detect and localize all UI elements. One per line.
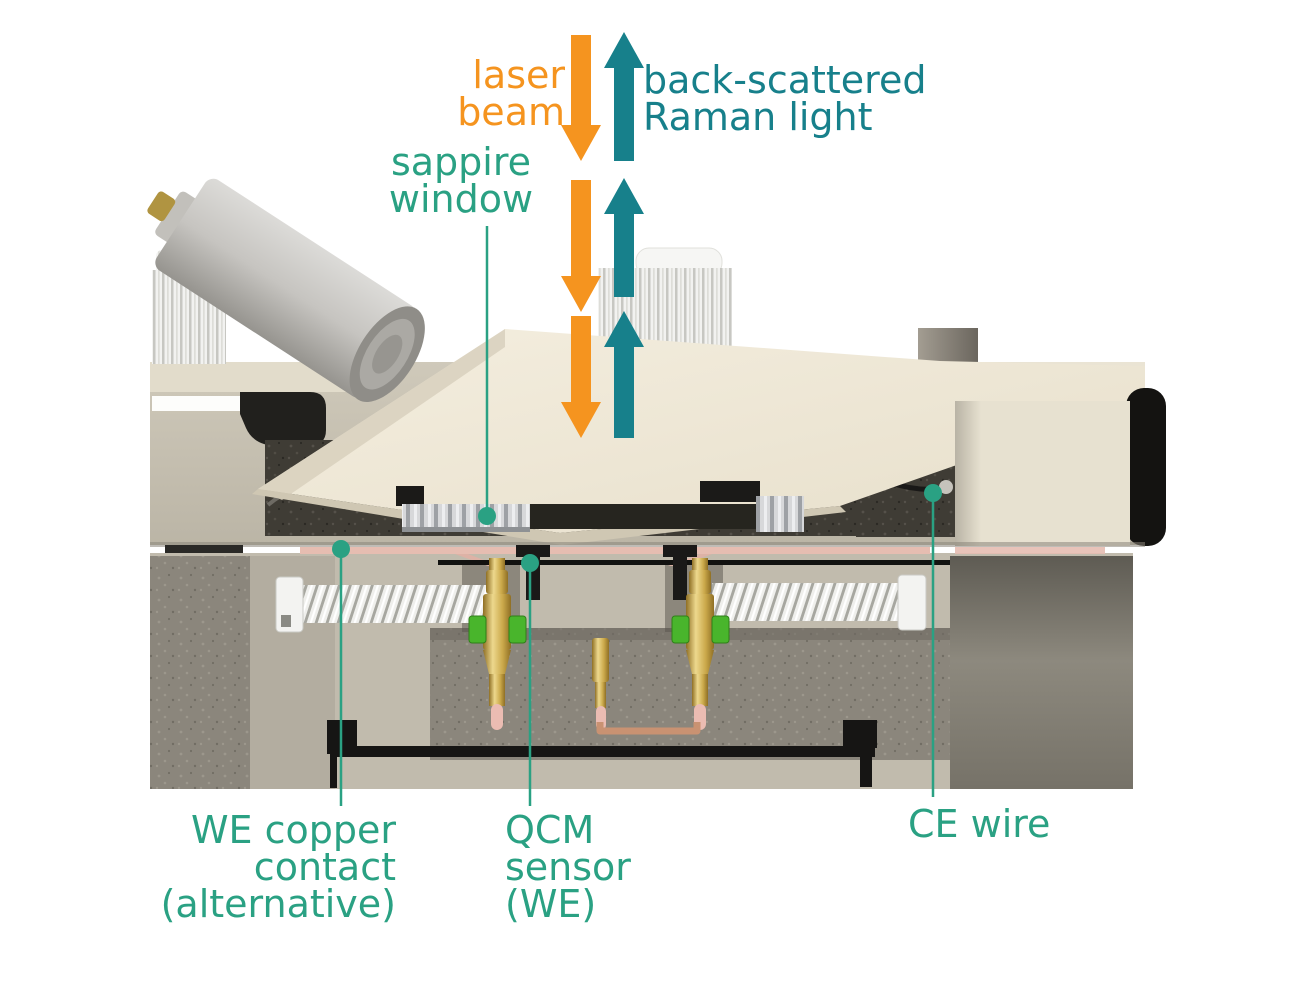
raman-arrow-segment (604, 178, 644, 297)
ce-wire-tip (939, 480, 953, 494)
pin-tip-left (491, 704, 503, 730)
sapphire-window-edge (402, 527, 530, 532)
raman-arrow-segment (604, 311, 644, 438)
we-copper-contact-label: WE copper contact (alternative) (160, 808, 396, 926)
window-ring-right (756, 496, 804, 532)
spring-collar (508, 615, 527, 644)
sapphire-window (402, 504, 530, 531)
laser-beam-label: laser beam (457, 53, 565, 134)
qcm-sensor-dot (521, 554, 539, 572)
sensor-clamp-left (516, 545, 550, 600)
right-block (955, 388, 1166, 546)
ce-wire-label: CE wire (908, 802, 1051, 846)
laser-arrow-segment (561, 316, 601, 438)
lid-base-gap (150, 542, 1145, 547)
raman-light-label: back-scattered Raman light (643, 58, 927, 139)
raman-arrow-segment (604, 32, 644, 161)
left-dark-strip (165, 545, 243, 556)
lid-slit-left (152, 396, 240, 411)
laser-arrow-segment (561, 180, 601, 312)
window-gasket (530, 504, 762, 529)
window-seat-right (700, 481, 760, 502)
spring-collar (711, 615, 730, 644)
laser-arrow-segment (561, 35, 601, 161)
spring-collar (468, 615, 487, 644)
right-gray-column (950, 556, 1133, 789)
copper-jumper-wire (596, 722, 701, 735)
we-copper-dot (332, 540, 350, 558)
ce-wire-dot (924, 484, 942, 502)
sapphire-window-label: sappire window (388, 140, 534, 221)
leader-dots (332, 484, 942, 572)
cell-cross-section (147, 178, 1166, 789)
left-granite-column (150, 556, 250, 789)
raman-light-arrows (604, 32, 644, 438)
pogo-pin-left (468, 558, 527, 730)
window-seat-left (396, 486, 424, 506)
pogo-pin-right (671, 558, 730, 730)
screw-right (712, 574, 927, 631)
sapphire-window-assembly (396, 481, 804, 532)
laser-beam-arrows (561, 35, 601, 438)
sapphire-window-dot (478, 507, 496, 525)
qcm-sensor-label: QCM sensor (WE) (505, 808, 631, 926)
leader-lines (339, 226, 935, 806)
screw-left (275, 576, 499, 633)
spring-collar (671, 615, 690, 644)
left-oring-corner (240, 392, 326, 446)
tube-fitting-cylinder (147, 178, 425, 402)
sensor-clamp-right (663, 545, 697, 600)
